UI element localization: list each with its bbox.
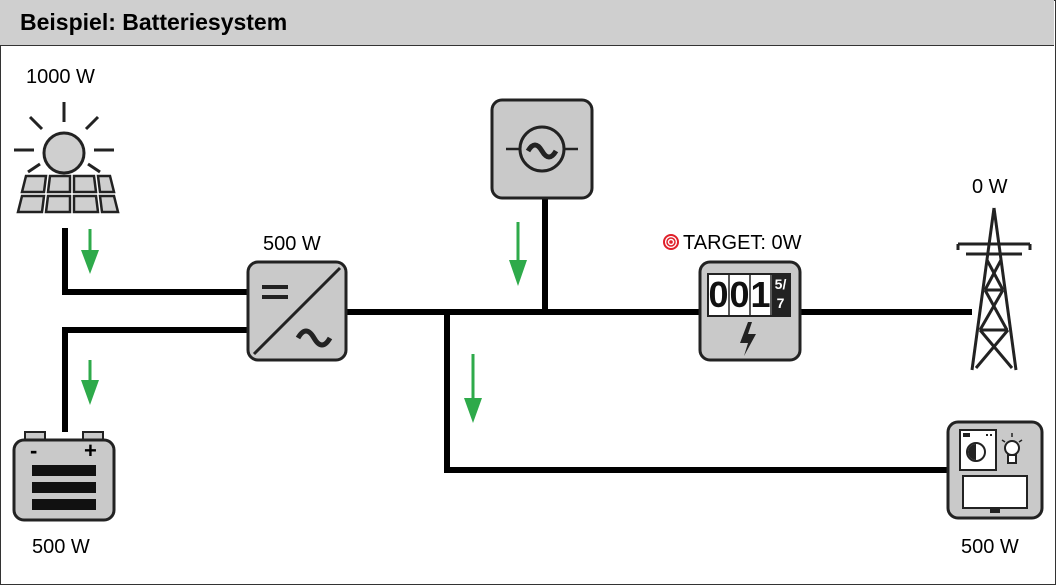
meter-digit: 0 (708, 274, 729, 315)
battery-icon (12, 431, 116, 522)
diagram-title: Beispiel: Batteriesystem (20, 9, 288, 35)
generator-icon (490, 98, 594, 200)
battery-minus-symbol: - (30, 438, 38, 463)
arrow-battery-down (81, 360, 99, 405)
sun-icon (14, 102, 114, 175)
header-bar: Beispiel: Batteriesystem (0, 0, 1054, 46)
meter-digits: 0 0 1 (708, 274, 771, 316)
grid-power-label: 0 W (972, 176, 1008, 198)
arrow-load-down (464, 354, 482, 423)
inverter-power-label: 500 W (263, 233, 321, 255)
inverter-icon (246, 260, 348, 362)
target-icon (663, 234, 679, 250)
arrow-pv-down (81, 229, 99, 274)
grid-tower-icon (956, 207, 1032, 371)
wiring (62, 198, 972, 473)
meter-rolling-digit: 5/7 (772, 275, 789, 315)
meter-digit: 1 (750, 274, 771, 315)
battery-plus-symbol: + (84, 438, 97, 463)
arrow-generator-down (509, 222, 527, 286)
battery-power-label: 500 W (32, 536, 90, 558)
meter-digit: 0 (729, 274, 750, 315)
energy-meter (698, 260, 802, 362)
load-power-label: 500 W (961, 536, 1019, 558)
consumer-load-icon (946, 420, 1044, 520)
meter-rolling-digit-text: 5/7 (774, 276, 787, 311)
pv-power-label: 1000 W (26, 66, 95, 88)
flow-arrows (81, 222, 527, 423)
solar-panel-icon (16, 174, 120, 214)
target-label: TARGET: 0W (683, 232, 802, 254)
